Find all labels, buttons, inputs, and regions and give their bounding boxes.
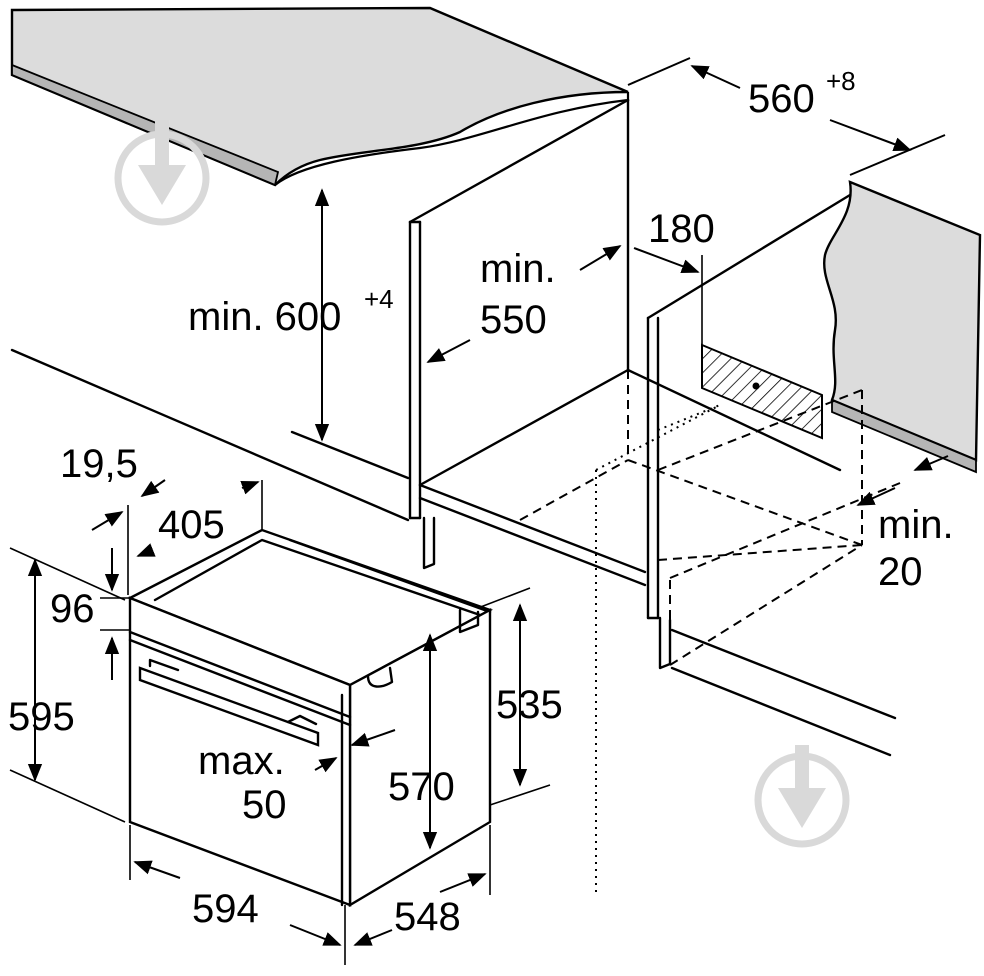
floor-lines [10,348,897,757]
dimension-lines [9,57,949,965]
dimension-labels: 560 +8 min. 600 +4 min. 550 180 min. 20 … [8,66,954,939]
worktop-right [823,180,982,474]
label-front-overhang: 19,5 [60,442,138,486]
label-cutout-width: 560 [748,77,815,121]
watermark-right-icon [754,745,850,848]
worktop-left [10,6,630,187]
ventilation-opening [701,255,823,440]
label-inner-depth: 535 [496,683,563,727]
label-body-depth: 405 [158,503,225,547]
label-gap-value: 20 [878,550,923,594]
label-oven-depth: 548 [394,895,461,939]
label-body-height: 570 [388,765,455,809]
label-max-value: 50 [242,783,287,827]
label-total-height: 595 [8,695,75,739]
label-min-height: min. 600 [188,295,341,339]
dotted-lines [595,404,721,895]
label-panel-height: 96 [50,587,95,631]
cabinet-left-panel [408,98,630,570]
label-cutout-width-tolerance: +8 [826,66,856,96]
label-oven-width: 594 [192,887,259,931]
watermark-left-icon [114,120,210,226]
oven [127,528,493,908]
label-max-prefix: max. [198,739,285,783]
oven-handle [138,658,320,747]
label-min-height-tolerance: +4 [364,284,394,314]
hidden-lines [519,370,901,666]
label-min-depth-prefix: min. [480,247,556,291]
label-vent-depth: 180 [648,207,715,251]
label-min-depth-value: 550 [480,298,547,342]
label-gap-prefix: min. [878,503,954,547]
